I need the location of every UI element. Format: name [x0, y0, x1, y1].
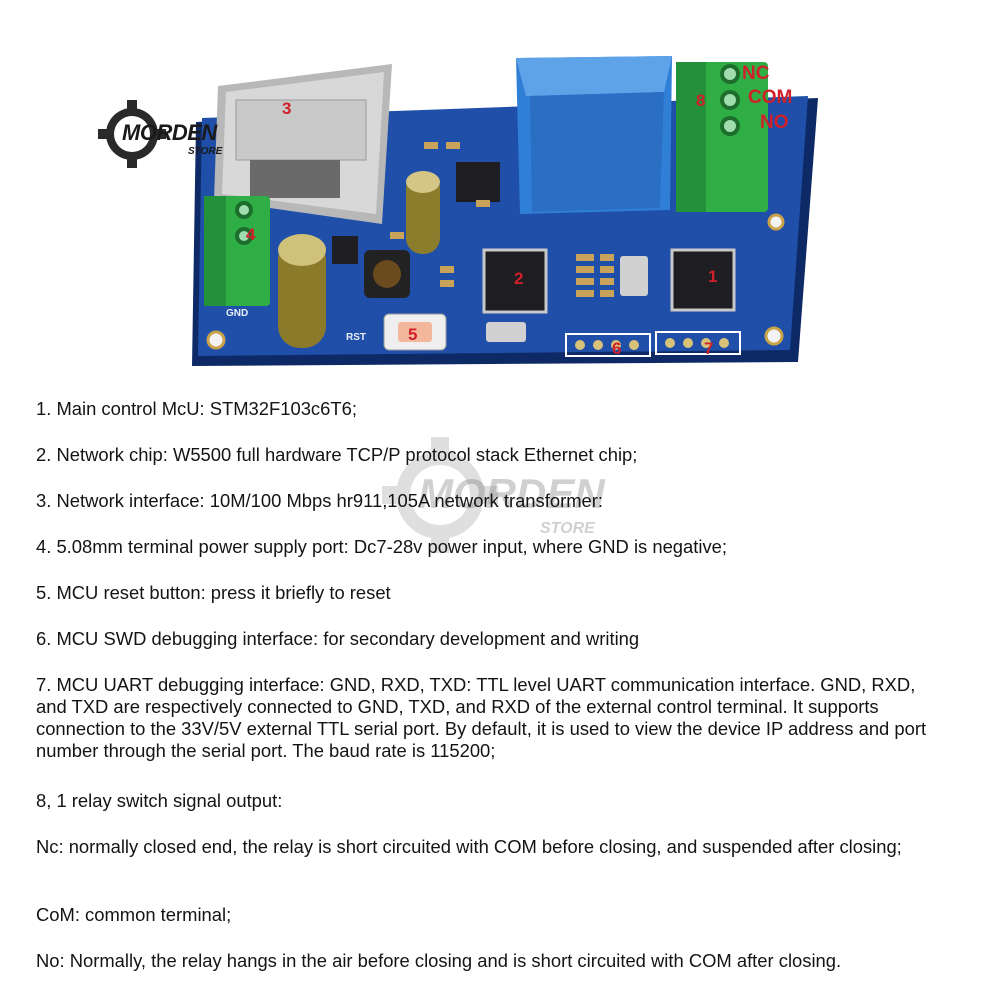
- terminal-label-com: COM: [748, 87, 793, 108]
- feature-item-8: 8, 1 relay switch signal output:: [36, 790, 283, 811]
- callout-2: 2: [514, 269, 524, 288]
- callout-8: 8: [696, 91, 706, 110]
- crystal-2: [486, 322, 526, 342]
- product-photo: 1 2 3 4 5 6 7 8 NC COM NO GND RST MORDEN…: [0, 0, 1000, 380]
- terminal-label-nc: NC: [742, 63, 770, 84]
- feature-item-no: No: Normally, the relay hangs in the air…: [36, 950, 842, 971]
- callout-7: 7: [704, 339, 714, 358]
- feature-item-1: 1. Main control McU: STM32F103c6T6;: [36, 398, 357, 419]
- capacitor-large: [278, 238, 326, 348]
- logo-gear-icon: [98, 100, 166, 168]
- feature-item-4: 4. 5.08mm terminal power supply port: Dc…: [36, 536, 727, 557]
- feature-item-7: 7. MCU UART debugging interface: GND, RX…: [36, 674, 927, 761]
- w5500-chip: [482, 248, 548, 314]
- watermark-name: MORDEN: [418, 470, 605, 517]
- logo-tag: STORE: [188, 146, 223, 157]
- callout-3: 3: [282, 99, 292, 118]
- mount-hole: [764, 326, 784, 346]
- capacitor-small: [406, 172, 440, 254]
- mount-hole: [206, 330, 226, 350]
- callout-5: 5: [408, 325, 418, 344]
- feature-item-2: 2. Network chip: W5500 full hardware TCP…: [36, 444, 638, 465]
- logo-name: MORDEN: [122, 120, 217, 145]
- stm32-chip: [670, 248, 736, 312]
- watermark-gear-icon: [382, 437, 498, 553]
- crystal: [620, 256, 648, 296]
- feature-item-3: 3. Network interface: 10M/100 Mbps hr911…: [36, 490, 603, 511]
- silkscreen-rst: RST: [346, 332, 366, 343]
- callout-6: 6: [612, 339, 622, 358]
- silkscreen-gnd: GND: [226, 308, 249, 319]
- swd-header: [565, 333, 651, 357]
- board-illustration: [98, 56, 818, 366]
- watermark-tag: STORE: [540, 520, 595, 537]
- mount-hole: [767, 213, 785, 231]
- feature-item-6: 6. MCU SWD debugging interface: for seco…: [36, 628, 640, 649]
- uart-header: [655, 331, 741, 355]
- callout-4: 4: [246, 225, 256, 244]
- passive-components: [390, 142, 614, 297]
- regulator-ic: [456, 162, 500, 202]
- feature-item-nc: Nc: normally closed end, the relay is sh…: [36, 836, 902, 857]
- terminal-label-no: NO: [760, 112, 789, 133]
- feature-item-5: 5. MCU reset button: press it briefly to…: [36, 582, 391, 603]
- callout-1: 1: [708, 267, 718, 286]
- feature-item-com: CoM: common terminal;: [36, 904, 232, 925]
- small-ic: [332, 236, 358, 264]
